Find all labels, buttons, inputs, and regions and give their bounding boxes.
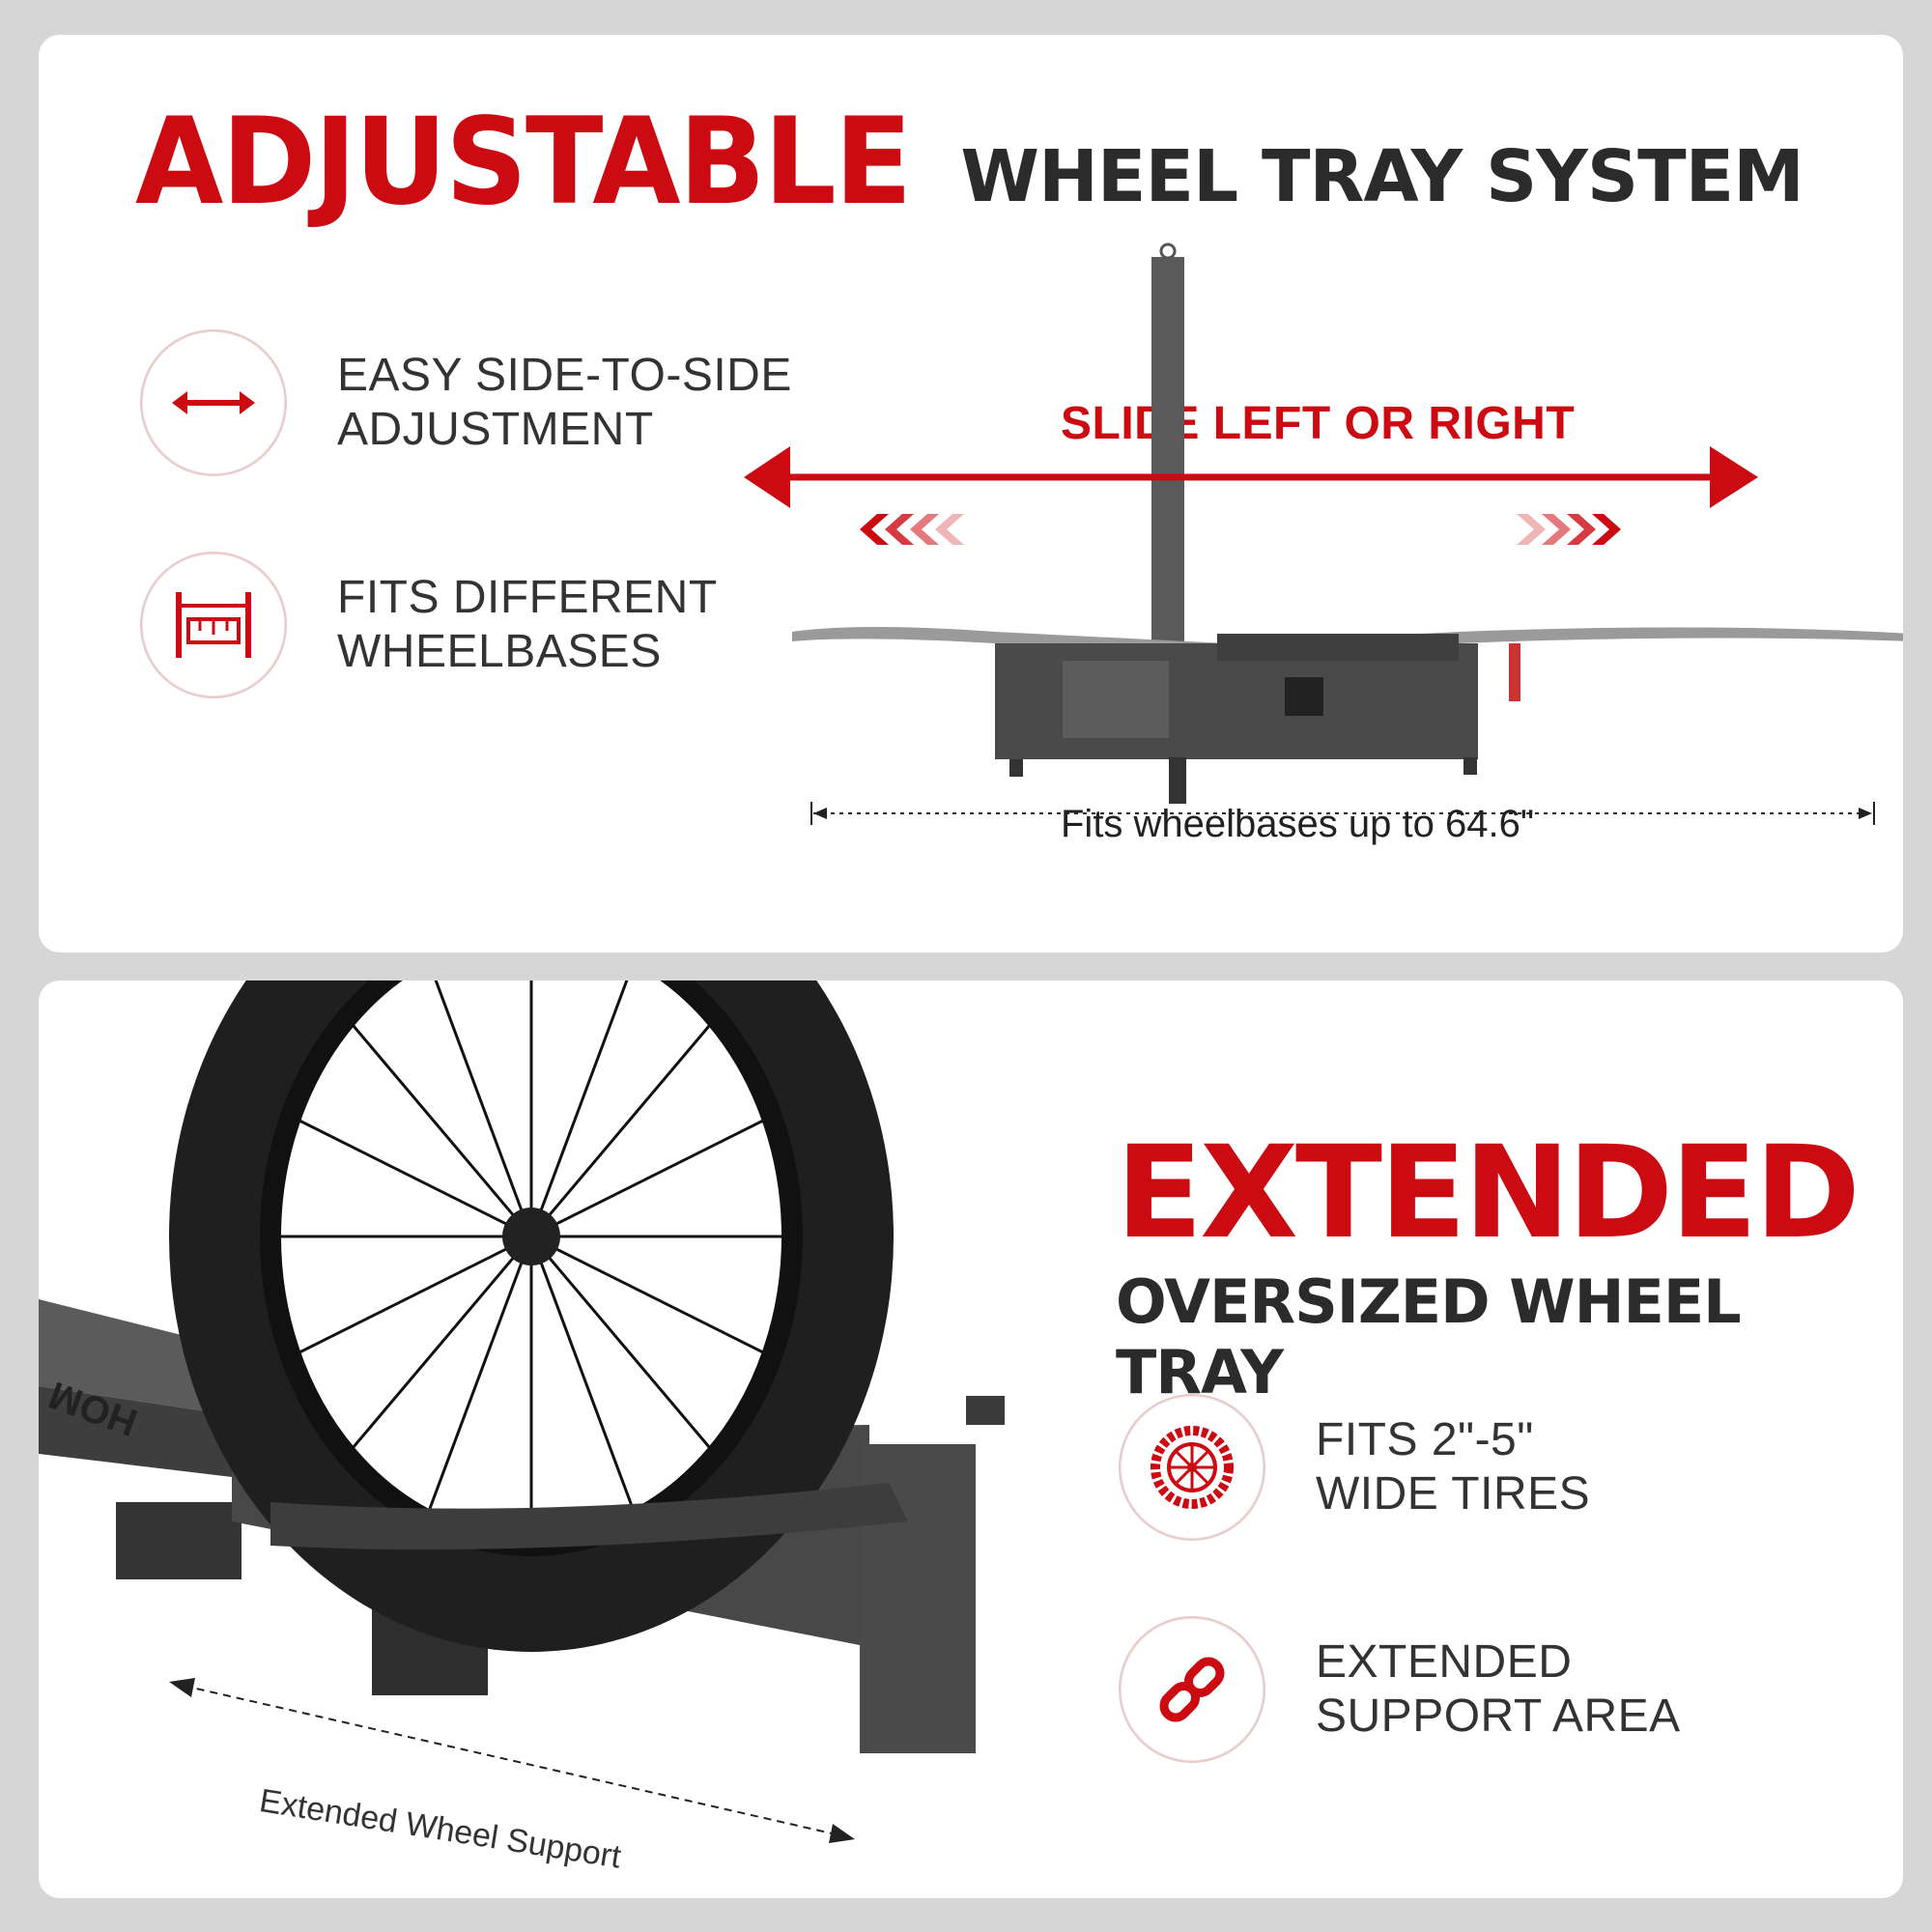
feature-line: ADJUSTMENT [337,404,654,455]
feature-line: FITS DIFFERENT [337,572,718,623]
wheelbase-caption: Fits wheelbases up to 64.6" [1061,803,1535,845]
feature-support-area: EXTENDED SUPPORT AREA [1119,1616,1681,1763]
feature-wide-tires: FITS 2"-5" WIDE TIRES [1119,1394,1590,1541]
feature-wheelbases-label: FITS DIFFERENT WHEELBASES [337,571,718,679]
link-icon [1119,1616,1265,1763]
top-panel: ADJUSTABLE WHEEL TRAY SYSTEM EASY SIDE-T… [39,35,1903,952]
feature-line: FITS 2"-5" [1316,1414,1534,1465]
top-heading: ADJUSTABLE WHEEL TRAY SYSTEM [135,92,1804,232]
feature-side-adjust: EASY SIDE-TO-SIDE ADJUSTMENT [140,329,792,476]
feature-line: SUPPORT AREA [1316,1690,1681,1742]
bottom-panel: HOM Extended Wheel Support EXTENDED OVER… [39,980,1903,1898]
ruler-frame-icon [140,552,287,698]
bottom-heading: EXTENDED OVERSIZED WHEEL TRAY [1116,1125,1903,1407]
feature-line: WIDE TIRES [1316,1468,1591,1520]
feature-line: EASY SIDE-TO-SIDE [337,350,792,401]
feature-wide-tires-label: FITS 2"-5" WIDE TIRES [1316,1413,1590,1521]
double-arrow-icon [140,329,287,476]
feature-wheelbases: FITS DIFFERENT WHEELBASES [140,552,718,698]
feature-line: WHEELBASES [337,626,662,677]
bottom-title-big: EXTENDED [1116,1119,1861,1267]
slide-label: SLIDE LEFT OR RIGHT [1061,398,1576,449]
feature-line: EXTENDED [1316,1636,1573,1688]
top-title-small: WHEEL TRAY SYSTEM [960,135,1804,218]
tire-icon [1119,1394,1265,1541]
feature-side-adjust-label: EASY SIDE-TO-SIDE ADJUSTMENT [337,349,792,457]
feature-support-area-label: EXTENDED SUPPORT AREA [1316,1635,1681,1744]
bottom-title-small: OVERSIZED WHEEL TRAY [1116,1266,1742,1407]
wheel-tray-illustration [39,980,1005,1843]
rack-illustration [744,242,1903,825]
top-title-big: ADJUSTABLE [135,91,912,232]
